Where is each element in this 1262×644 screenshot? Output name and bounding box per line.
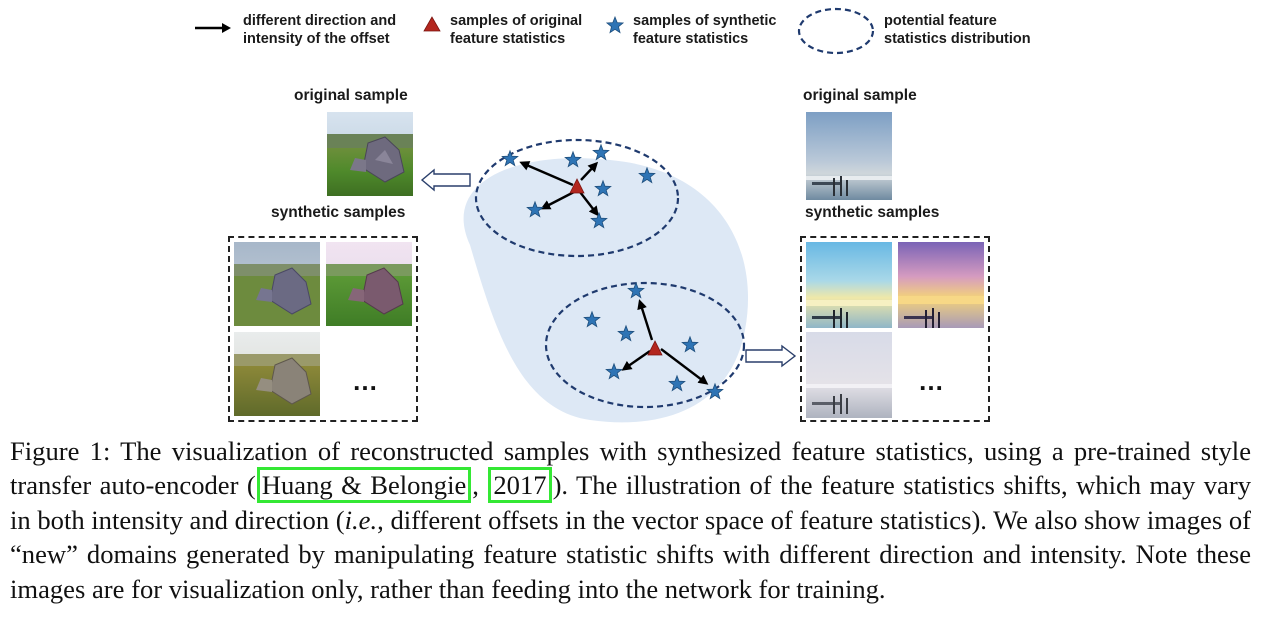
legend-offset-text: different direction and intensity of the… xyxy=(243,13,397,47)
caption-prefix: Figure 1: The visualization of reconstru… xyxy=(10,436,1251,501)
caption-rest: , different offsets in the vector space … xyxy=(10,504,1252,604)
legend-offset: different direction and intensity of the… xyxy=(190,10,420,54)
caption-mid: ). The illustration of the feature stati… xyxy=(10,470,1251,535)
left-synthetic-label: synthetic samples xyxy=(271,204,406,221)
synthetic-sample-star xyxy=(605,362,623,380)
caption-ie: i.e. xyxy=(344,504,378,535)
legend: different direction and intensity of the… xyxy=(190,7,1070,55)
arrow-icon xyxy=(195,23,231,33)
synthetic-sample-star xyxy=(681,335,699,353)
feature-statistics-diagram xyxy=(234,112,984,423)
synthetic-sample-star xyxy=(590,211,608,229)
synthetic-sample-star xyxy=(594,179,612,197)
right-original-thumbnail xyxy=(806,112,892,200)
offset-arrows-top xyxy=(519,161,599,217)
original-sample-triangle xyxy=(647,340,663,356)
dashed-ellipse-icon xyxy=(797,7,875,55)
cluster-ellipse-top xyxy=(474,138,680,258)
citation-authors-link[interactable]: Huang & Belongie xyxy=(256,467,472,504)
legend-original: samples of original feature statistics xyxy=(423,10,603,54)
right-synthetic-thumbnail-1 xyxy=(806,242,892,328)
legend-synthetic: samples of synthetic feature statistics xyxy=(606,10,796,54)
synthetic-sample-star xyxy=(592,143,610,161)
synthetic-sample-star xyxy=(627,281,645,299)
left-synthetic-thumbnail-1 xyxy=(234,242,320,326)
synthetic-sample-star xyxy=(617,324,635,342)
left-synthetic-box xyxy=(228,236,418,422)
citation-year-link[interactable]: 2017 xyxy=(488,467,552,504)
left-synthetic-thumbnail-2 xyxy=(326,242,412,326)
right-synthetic-thumbnail-2 xyxy=(898,242,984,328)
star-icon xyxy=(606,16,624,34)
offset-arrows-bottom xyxy=(621,299,709,385)
synthetic-sample-star xyxy=(564,150,582,168)
legend-distribution: potential feature statistics distributio… xyxy=(796,7,1070,55)
legend-original-text: samples of original feature statistics xyxy=(450,13,583,47)
left-ellipsis: … xyxy=(352,366,379,396)
distribution-region xyxy=(463,158,749,423)
left-original-label: original sample xyxy=(294,87,408,104)
synthetic-sample-star xyxy=(501,149,519,167)
legend-distribution-text: potential feature statistics distributio… xyxy=(884,13,1031,47)
synthetic-sample-star xyxy=(583,310,601,328)
right-original-label: original sample xyxy=(803,87,917,104)
synthetic-sample-star xyxy=(668,374,686,392)
legend-synthetic-text: samples of synthetic feature statistics xyxy=(633,13,777,47)
right-synthetic-box xyxy=(800,236,990,422)
original-sample-triangle xyxy=(569,178,585,194)
synthetic-sample-star xyxy=(638,166,656,184)
right-ellipsis: … xyxy=(918,366,945,396)
right-synthetic-thumbnail-3 xyxy=(806,332,892,418)
left-original-thumbnail xyxy=(327,112,413,196)
figure-caption: Figure 1: The visualization of reconstru… xyxy=(10,434,1251,606)
left-block-arrow xyxy=(420,168,471,192)
synthetic-sample-star xyxy=(526,200,544,218)
right-block-arrow xyxy=(745,344,797,368)
triangle-icon xyxy=(423,16,441,32)
caption-cite-sep: , xyxy=(472,470,488,501)
right-synthetic-label: synthetic samples xyxy=(805,204,940,221)
synthetic-sample-star xyxy=(706,382,724,400)
left-synthetic-thumbnail-3 xyxy=(234,332,320,416)
synthetic-sample-stars xyxy=(501,143,724,400)
cluster-ellipse-bottom xyxy=(544,281,746,409)
